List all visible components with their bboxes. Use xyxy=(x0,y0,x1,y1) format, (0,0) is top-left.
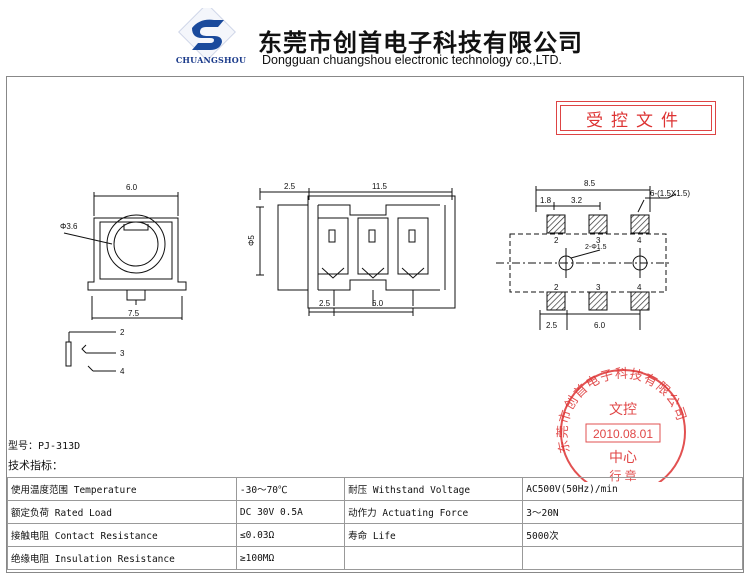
dim-side-bottom-mid: 6.0 xyxy=(372,299,384,308)
table-row: 额定负荷 Rated Load DC 30V 0.5A 动作力 Actuatin… xyxy=(7,500,743,524)
footprint-pin-top-3: 3 xyxy=(596,236,601,245)
company-logo-icon xyxy=(178,8,236,61)
footprint-hole-spec: 2-Φ1.5 xyxy=(585,244,607,251)
spec-title: 技术指标： xyxy=(8,459,63,472)
dim-footprint-total: 8.5 xyxy=(584,179,596,188)
seal-date: 2010.08.01 xyxy=(593,427,653,441)
pcb-footprint xyxy=(496,186,677,330)
dim-front-width: 6.0 xyxy=(126,183,138,192)
schematic-pin-4: 4 xyxy=(120,367,125,376)
dim-side-height: Φ5 xyxy=(247,235,256,246)
front-view xyxy=(63,192,187,320)
side-view xyxy=(256,188,456,316)
table-cell: 5000次 xyxy=(522,523,743,547)
table-cell: 额定负荷 Rated Load xyxy=(7,500,237,524)
company-name-cn: 东莞市创首电子科技有限公司 xyxy=(258,28,583,57)
footprint-pad-spec: 6-(1.5X1.5) xyxy=(650,189,690,198)
drawing-frame xyxy=(6,76,744,573)
footprint-pin-bottom-4: 4 xyxy=(637,283,642,292)
dim-front-bottom: 7.5 xyxy=(128,309,140,318)
dim-footprint-bottom-1: 2.5 xyxy=(546,321,558,330)
company-name-en: Dongguan chuangshou electronic technolog… xyxy=(262,53,562,67)
header: CHUANGSHOU 东莞市创首电子科技有限公司 Dongguan chuang… xyxy=(0,0,750,72)
circuit-symbol xyxy=(65,331,116,372)
model-value: PJ-313D xyxy=(38,441,81,452)
table-cell: 耐压 Withstand Voltage xyxy=(344,477,524,501)
table-cell: -30～70℃ xyxy=(235,477,346,501)
dim-footprint-bottom-2: 6.0 xyxy=(594,321,606,330)
model-number: 型号：PJ-313D xyxy=(8,437,80,452)
table-cell: 绝缘电阻 Insulation Resistance xyxy=(7,546,237,570)
dim-footprint-d1: 1.8 xyxy=(540,196,552,205)
table-cell: 3～20N xyxy=(522,500,743,524)
footprint-pin-bottom-2: 2 xyxy=(554,283,559,292)
table-row: 绝缘电阻 Insulation Resistance ≥100MΩ xyxy=(7,546,743,570)
spec-table: 使用温度范围 Temperature -30～70℃ 耐压 Withstand … xyxy=(7,477,743,570)
model-label: 型号： xyxy=(8,441,38,452)
schematic-pin-3: 3 xyxy=(120,349,125,358)
dim-side-bottom-left: 2.5 xyxy=(319,299,331,308)
table-row: 接触电阻 Contact Resistance ≤0.03Ω 寿命 Life 5… xyxy=(7,523,743,547)
footprint-pin-top-4: 4 xyxy=(637,236,642,245)
dim-side-top-length: 11.5 xyxy=(372,182,388,191)
table-cell: AC500V(50Hz)/min xyxy=(522,477,743,501)
seal-line-3: 中心 xyxy=(609,449,637,465)
table-cell: 动作力 Actuating Force xyxy=(344,500,524,524)
footprint-pin-bottom-3: 3 xyxy=(596,283,601,292)
table-cell: 寿命 Life xyxy=(344,523,524,547)
controlled-document-stamp: 受控文件 xyxy=(556,101,716,135)
dim-front-diameter: Φ3.6 xyxy=(60,222,78,231)
table-cell: DC 30V 0.5A xyxy=(235,500,346,524)
footprint-pin-top-2: 2 xyxy=(554,236,559,245)
dim-side-top-left: 2.5 xyxy=(284,182,296,191)
company-seal: 东莞市创首电子科技有限公司 文控 2010.08.01 中心 行 章 xyxy=(555,366,689,482)
table-cell: ≥100MΩ xyxy=(235,546,346,570)
dim-footprint-d2: 3.2 xyxy=(571,196,583,205)
table-cell: 接触电阻 Contact Resistance xyxy=(7,523,237,547)
table-row: 使用温度范围 Temperature -30～70℃ 耐压 Withstand … xyxy=(7,477,743,501)
table-cell xyxy=(522,546,743,570)
table-cell xyxy=(344,546,524,570)
table-cell: 使用温度范围 Temperature xyxy=(7,477,237,501)
stamp-label: 受控文件 xyxy=(560,105,712,131)
seal-line-1: 文控 xyxy=(609,401,637,417)
table-cell: ≤0.03Ω xyxy=(235,523,346,547)
logo-text: CHUANGSHOU xyxy=(175,55,247,65)
schematic-pin-2: 2 xyxy=(120,328,125,337)
